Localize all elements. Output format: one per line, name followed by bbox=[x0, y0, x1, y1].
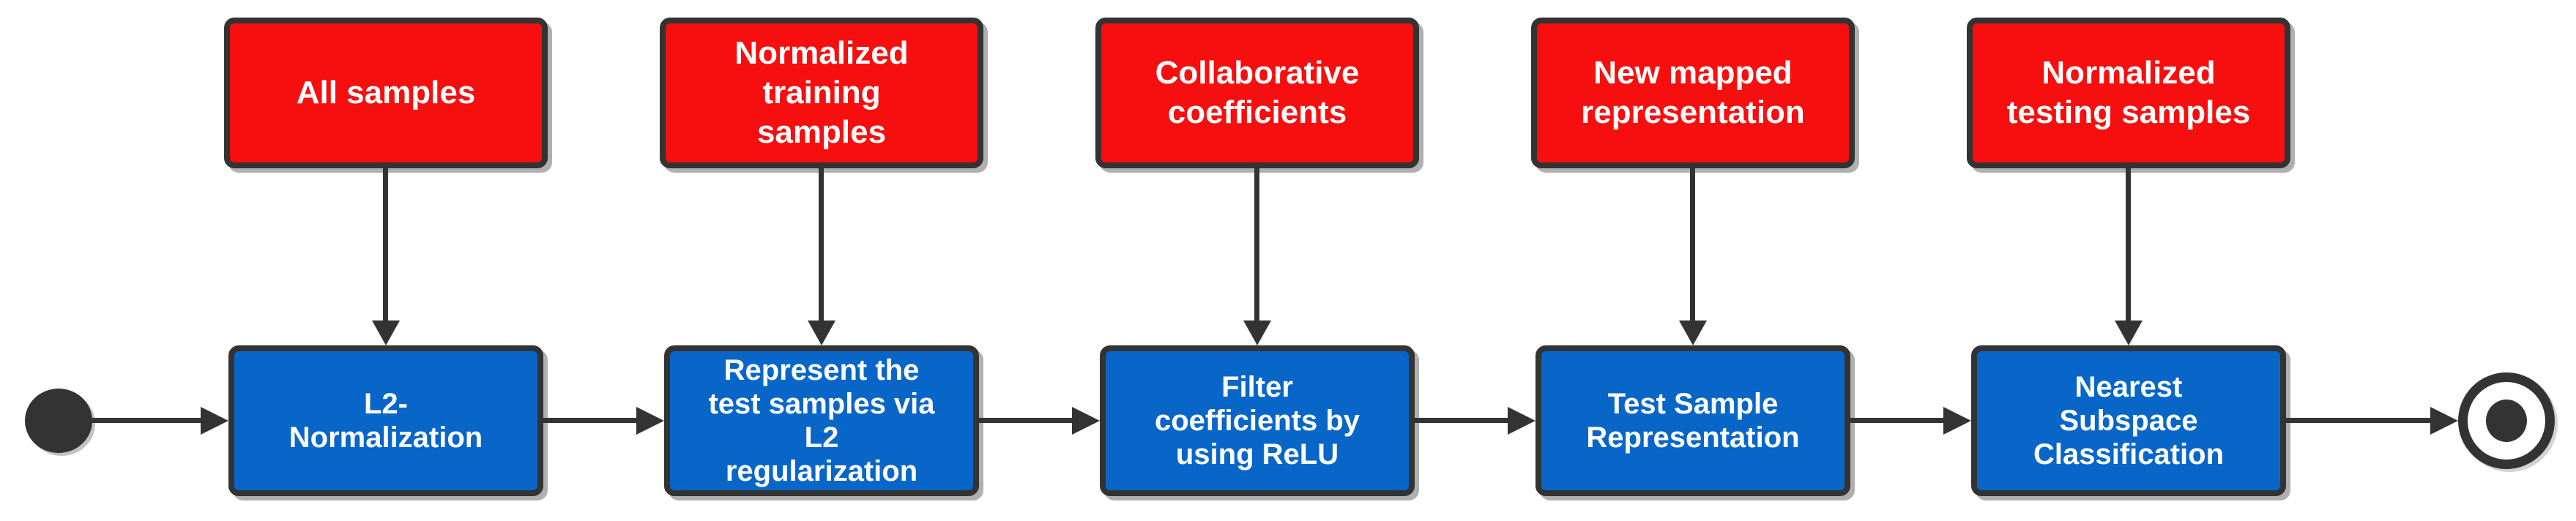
arrow-head-right-icon bbox=[636, 407, 664, 435]
arrow-head-right-icon bbox=[1072, 407, 1100, 435]
arrow-shaft bbox=[92, 418, 204, 423]
input-box-label: New mapped representation bbox=[1581, 55, 1805, 130]
arrow-shaft bbox=[819, 168, 824, 323]
arrow-shaft bbox=[383, 168, 388, 323]
arrow-head-right-icon bbox=[1508, 407, 1535, 435]
process-box-label: L2- Normalization bbox=[289, 388, 483, 454]
arrow-head-right-icon bbox=[201, 407, 228, 435]
arrow-shaft bbox=[543, 418, 639, 423]
process-box-test-sample-representation: Test Sample Representation bbox=[1535, 345, 1850, 496]
process-box-label: Test Sample Representation bbox=[1586, 388, 1800, 454]
arrow-represent-to-filter bbox=[979, 407, 1100, 435]
process-box-label: Nearest Subspace Classification bbox=[2033, 371, 2225, 471]
start-node-icon bbox=[25, 389, 92, 453]
arrow-shaft bbox=[2126, 168, 2131, 323]
arrow-testing-samples-to-nearest-subspace bbox=[2115, 168, 2143, 345]
arrow-representation-to-test-sample bbox=[1679, 168, 1707, 345]
end-node-dot bbox=[2486, 400, 2527, 442]
process-box-l2-normalization: L2- Normalization bbox=[228, 345, 543, 496]
input-box-new-mapped-representation: New mapped representation bbox=[1531, 18, 1855, 168]
input-box-normalized-training-samples: Normalized training samples bbox=[660, 18, 983, 168]
arrow-all-samples-to-l2-normalization bbox=[372, 168, 400, 345]
arrow-shaft bbox=[1254, 168, 1259, 323]
arrow-head-down-icon bbox=[1679, 321, 1707, 345]
input-box-label: Collaborative coefficients bbox=[1155, 55, 1360, 130]
process-box-nearest-subspace-classification: Nearest Subspace Classification bbox=[1971, 345, 2286, 496]
input-box-collaborative-coefficients: Collaborative coefficients bbox=[1095, 18, 1419, 168]
arrow-start-to-l2-normalization bbox=[92, 407, 228, 435]
arrow-shaft bbox=[979, 418, 1075, 423]
process-box-label: Filter coefficients by using ReLU bbox=[1154, 371, 1360, 471]
arrow-shaft bbox=[1850, 418, 1946, 423]
arrow-shaft bbox=[2286, 418, 2433, 423]
process-box-filter-coefficients-relu: Filter coefficients by using ReLU bbox=[1100, 345, 1415, 496]
arrow-shaft bbox=[1415, 418, 1511, 423]
input-box-all-samples: All samples bbox=[224, 18, 548, 168]
arrow-test-sample-to-nearest-subspace bbox=[1850, 407, 1971, 435]
arrow-nearest-subspace-to-end bbox=[2286, 407, 2458, 435]
arrow-head-right-icon bbox=[2430, 407, 2458, 435]
arrow-training-samples-to-represent bbox=[808, 168, 835, 345]
process-box-label: Represent the test samples via L2 regula… bbox=[708, 354, 935, 487]
arrow-head-down-icon bbox=[808, 321, 835, 345]
process-box-represent-test-samples: Represent the test samples via L2 regula… bbox=[664, 345, 979, 496]
arrow-coefficients-to-filter bbox=[1243, 168, 1271, 345]
arrow-head-right-icon bbox=[1943, 407, 1971, 435]
input-box-label: Normalized testing samples bbox=[2006, 55, 2251, 130]
input-box-label: Normalized training samples bbox=[734, 35, 909, 150]
input-box-label: All samples bbox=[296, 75, 476, 111]
arrow-head-down-icon bbox=[2115, 321, 2143, 345]
arrow-head-down-icon bbox=[372, 321, 400, 345]
arrow-filter-to-test-sample bbox=[1415, 407, 1535, 435]
input-box-normalized-testing-samples: Normalized testing samples bbox=[1967, 18, 2290, 168]
end-node-icon bbox=[2458, 372, 2555, 469]
arrow-head-down-icon bbox=[1243, 321, 1271, 345]
arrow-l2-to-represent bbox=[543, 407, 664, 435]
arrow-shaft bbox=[1690, 168, 1695, 323]
